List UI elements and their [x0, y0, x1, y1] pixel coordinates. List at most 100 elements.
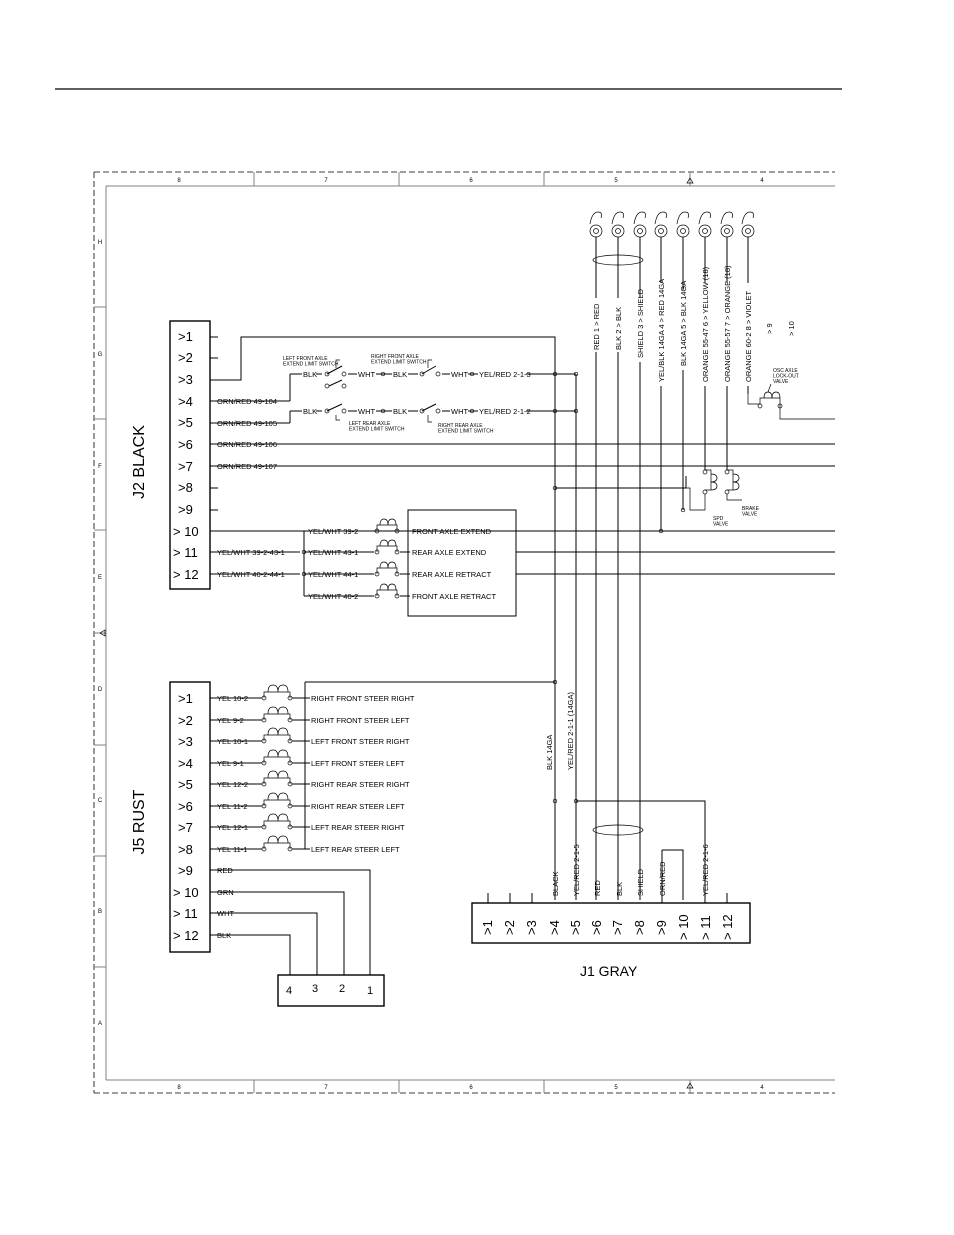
j1-wire-label: BLACK — [551, 871, 560, 896]
j1-wire-label: SHIELD — [636, 868, 645, 896]
axle-valve-label: FRONT AXLE EXTEND — [412, 527, 492, 536]
top-wire-labels: RED 1 > RED BLK 2 > BLK SHIELD 3 > SHIEL… — [592, 265, 796, 382]
four-pin-label: 2 — [339, 983, 345, 995]
zone-col-top: 5 — [614, 178, 618, 184]
j5-connector-body — [169, 681, 211, 953]
axle-valve-label: REAR AXLE RETRACT — [412, 570, 492, 579]
axle-valve-coils — [374, 518, 400, 599]
j1-wire-labels: BLACK YEL/RED 2-1-5 RED BLK SHIELD ORN/R… — [551, 844, 710, 896]
wire-blk: BLK — [303, 407, 317, 416]
zone-col-bottom: 8 — [177, 1085, 181, 1091]
limit-switches — [324, 359, 475, 423]
j2-pin: >7 — [178, 459, 193, 474]
trunk-lines — [554, 337, 749, 900]
wire-wht: WHT — [451, 407, 468, 416]
j5-pin: >7 — [178, 820, 193, 835]
vertical-label-blk14: BLK 14GA — [545, 735, 554, 770]
steer-valve-label: LEFT FRONT STEER RIGHT — [311, 737, 410, 746]
top-wire-label: YEL/BLK 14GA 4 > RED 14GA — [657, 279, 666, 382]
j2-pin: > 10 — [173, 524, 199, 539]
j2-pin: > 12 — [173, 567, 199, 582]
j5-wire-label: YEL 9-2 — [217, 716, 244, 725]
steer-valve-label: LEFT FRONT STEER LEFT — [311, 759, 405, 768]
j2-pin: >2 — [178, 350, 193, 365]
j1-pins: >1 >2 >3 >4 >5 >6 >7 >8 >9 > 10 > 11 > 1… — [480, 914, 735, 940]
j1-pin: >7 — [610, 920, 625, 935]
top-wire-label: ORANGE 55-47 6 > YELLOW (18) — [701, 266, 710, 382]
j1-wire-label: YEL/RED 2-1-6 — [701, 844, 710, 896]
axle-wire-label: YEL/WHT 39-2 — [308, 527, 358, 536]
j5-wire-label: YEL 9-1 — [217, 759, 244, 768]
j5-label: J5 RUST — [131, 789, 148, 854]
j5-valve-coils — [261, 684, 293, 852]
zone-row: E — [98, 575, 102, 581]
four-pin-label: 1 — [367, 985, 373, 997]
zone-col-top: 6 — [469, 178, 473, 184]
j5-wire-label: YEL 12-1 — [217, 823, 248, 832]
j2-pins: >1 >2 >3 >4 >5 >6 >7 >8 >9 > 10 > 11 > 1… — [173, 329, 199, 582]
j2-pin-stubs — [210, 336, 218, 532]
top-wire-label: ORANGE 55-57 7 > ORANGE (18) — [723, 265, 732, 382]
wire-end-label: YEL/RED 2-1-3 — [479, 370, 531, 379]
j1-label: J1 GRAY — [580, 963, 638, 979]
j5-valve-labels: RIGHT FRONT STEER RIGHT RIGHT FRONT STEE… — [311, 694, 415, 854]
j2-pin: >3 — [178, 372, 193, 387]
j5-pin: > 11 — [173, 906, 198, 921]
j1-pin: > 12 — [720, 914, 735, 940]
j2-pin: >4 — [178, 394, 193, 409]
j5-wire-label: GRN — [217, 888, 234, 897]
j5-pin: >1 — [178, 691, 193, 706]
j1-pin: > 11 — [698, 915, 713, 940]
j1-pin: >2 — [502, 920, 517, 935]
zone-col-top: 7 — [324, 178, 328, 184]
zone-col-bottom: 6 — [469, 1085, 473, 1091]
j1-pin: >4 — [547, 920, 562, 935]
steer-valve-label: RIGHT REAR STEER LEFT — [311, 802, 405, 811]
axle-valve-wiring — [304, 530, 835, 597]
j5-pin: >8 — [178, 842, 193, 857]
zone-row: G — [98, 352, 103, 358]
j5-pin: >5 — [178, 777, 193, 792]
zone-col-bottom: 7 — [324, 1085, 328, 1091]
vertical-label-yelred: YEL/RED 2-1-1 (14GA) — [566, 692, 575, 770]
zone-col-top: 4 — [760, 178, 764, 184]
wire-wht: WHT — [451, 370, 468, 379]
j5-pin: >6 — [178, 799, 193, 814]
steer-valve-label: RIGHT REAR STEER RIGHT — [311, 780, 410, 789]
j5-wire-label: YEL 12-2 — [217, 780, 248, 789]
j5-wire-labels: YEL 10-2 YEL 9-2 YEL 10-1 YEL 9-1 YEL 12… — [217, 694, 248, 940]
j5-wire-label: YEL 11-1 — [217, 845, 247, 854]
j1-pin: >6 — [589, 920, 604, 935]
wire-blk: BLK — [303, 370, 317, 379]
wire-end-label: YEL/RED 2-1-2 — [479, 407, 531, 416]
j5-pin: > 12 — [173, 928, 199, 943]
j1-wire-label: ORN/RED — [658, 861, 667, 896]
zone-row: A — [98, 1021, 102, 1027]
top-wire-label: SHIELD 3 > SHIELD — [636, 288, 645, 358]
j1-pin: >8 — [632, 920, 647, 935]
j5-wire-label: YEL 11-2 — [217, 802, 247, 811]
top-extra-label: > 10 — [787, 321, 796, 336]
wire-blk: BLK — [393, 370, 407, 379]
junction-dots — [301, 371, 686, 804]
j2-label: J2 BLACK — [131, 425, 148, 499]
wire-wht: WHT — [358, 370, 375, 379]
j5-pin: > 10 — [173, 885, 199, 900]
axle-wire-label: YEL/WHT 43-1 — [308, 548, 358, 557]
steer-valve-label: RIGHT FRONT STEER LEFT — [311, 716, 410, 725]
steer-valve-label: LEFT REAR STEER LEFT — [311, 845, 400, 854]
j1-pin: >9 — [654, 920, 669, 935]
wire-wht: WHT — [358, 407, 375, 416]
j5-pins: >1 >2 >3 >4 >5 >6 >7 >8 >9 > 10 > 11 > 1… — [173, 691, 199, 943]
zone-col-top: 8 — [177, 178, 181, 184]
top-wire-label: RED 1 > RED — [592, 303, 601, 350]
zone-row: D — [98, 687, 103, 693]
